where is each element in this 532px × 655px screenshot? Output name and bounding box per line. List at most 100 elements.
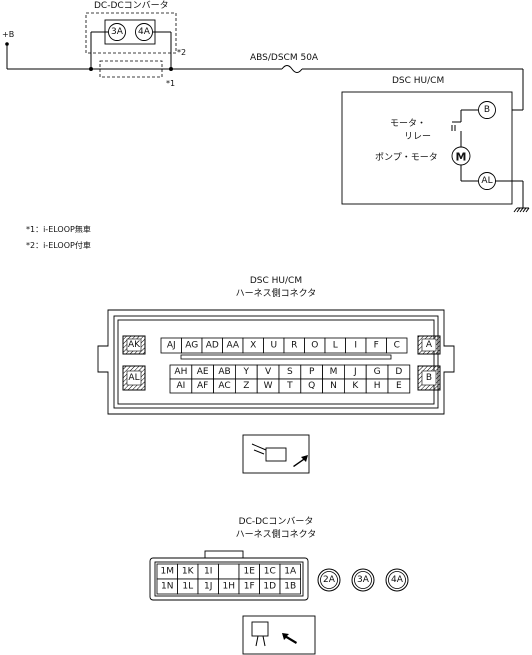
connector2-row2-pin: 1B bbox=[284, 582, 296, 592]
connector1-row3-cell bbox=[387, 378, 411, 394]
connector1-pin-ak: AK bbox=[128, 340, 141, 350]
connector1-row1-pin: AA bbox=[226, 341, 239, 351]
connector1-row1-pin: R bbox=[291, 341, 297, 351]
connector1-title-1: DSC HU/CM bbox=[250, 276, 302, 286]
connector1-row2-pin: P bbox=[309, 367, 315, 377]
connector1-row1-pin: I bbox=[354, 341, 357, 351]
view-icon-1-plug bbox=[265, 447, 287, 462]
pin-b-label: B bbox=[484, 105, 490, 115]
connector2-row2-cell bbox=[279, 578, 301, 595]
connector2-terminal-label: 4A bbox=[391, 575, 404, 585]
battery-label: +B bbox=[2, 30, 14, 39]
connector2-terminal-inner bbox=[388, 571, 406, 589]
view-icon-1-wires bbox=[251, 443, 267, 455]
converter-pin-4a-label: 4A bbox=[138, 27, 151, 37]
connector1-row1-pin: L bbox=[333, 341, 338, 351]
connector1-row3-pin: Q bbox=[308, 381, 315, 391]
connector1-row3-pin: W bbox=[264, 381, 273, 391]
circuit-section: +B ABS/DSCM 50A DC-DCコンバータ 3A 4A *2 *1 D… bbox=[2, 0, 530, 213]
connector1-row3-pin: N bbox=[330, 381, 337, 391]
connector1-row2-pin: AB bbox=[218, 367, 230, 377]
connector1-pin-al-box bbox=[126, 370, 142, 386]
pin-al-label: AL bbox=[481, 176, 492, 186]
connector2-row2-pin: 1J bbox=[204, 582, 212, 592]
junction-left bbox=[89, 67, 93, 71]
motor-symbol: M bbox=[456, 151, 467, 164]
connector1-view-icon bbox=[242, 434, 310, 474]
connector2-row1-pin: 1M bbox=[161, 567, 175, 577]
connector1-pin-ak-box bbox=[126, 338, 142, 352]
connector1-row1-pin: F bbox=[374, 341, 379, 351]
connector1-row2-pin: M bbox=[330, 367, 338, 377]
connector1-pin-al: AL bbox=[128, 373, 139, 383]
junction-right bbox=[169, 67, 173, 71]
connector2-row1-pin: 1K bbox=[182, 567, 195, 577]
connector2-view-icon bbox=[242, 615, 316, 655]
connector1-row2-pin: D bbox=[395, 367, 402, 377]
connector2-terminal-label: 3A bbox=[357, 575, 370, 585]
connector1-row2-pin: V bbox=[265, 367, 272, 377]
connector1-pin-a: A bbox=[426, 340, 433, 350]
jumper-dashed-box bbox=[99, 60, 163, 78]
connector1-row1-cell bbox=[386, 337, 408, 354]
pin-b bbox=[478, 101, 496, 119]
connector1-row1-pin: U bbox=[270, 341, 277, 351]
converter-pin-3a bbox=[108, 23, 126, 41]
view-icon-2-wires bbox=[255, 635, 266, 647]
ground-symbol bbox=[513, 207, 530, 213]
connector1-row3-pin: K bbox=[352, 381, 359, 391]
connector2-terminal-inner bbox=[320, 571, 338, 589]
connector1-row2-pin: AE bbox=[197, 367, 209, 377]
connector1-title-2: ハーネス側コネクタ bbox=[236, 287, 317, 299]
relay-label-1: モータ・ bbox=[390, 118, 426, 129]
view-arrow-icon-1 bbox=[293, 455, 308, 467]
view-icon-2-plug bbox=[251, 621, 269, 637]
connector1-row3-pin: Z bbox=[243, 381, 249, 391]
connector1-row1-pin: X bbox=[250, 341, 256, 351]
note-mark-1: *1 bbox=[166, 79, 175, 88]
fuse-symbol bbox=[281, 65, 303, 73]
connector2-row1-pin: 1C bbox=[264, 567, 276, 577]
connector2-row2-pin: 1H bbox=[223, 582, 236, 592]
connector1-row3-pin: T bbox=[286, 381, 293, 391]
connector1-center-rib bbox=[180, 354, 392, 360]
connector2-row2-pin: 1F bbox=[244, 582, 255, 592]
connector1-row1-pin: AD bbox=[206, 341, 219, 351]
connector1-pin-b: B bbox=[426, 373, 432, 383]
connector1-row1-pin: C bbox=[394, 341, 400, 351]
connector1-row3-pin: AC bbox=[218, 381, 230, 391]
connector1-row3-pin: AF bbox=[197, 381, 208, 391]
connector1-row2-pin: S bbox=[287, 367, 293, 377]
converter-pin-3a-label: 3A bbox=[111, 27, 124, 37]
connector2-terminal-inner bbox=[354, 571, 372, 589]
connector2-row1-cell bbox=[218, 563, 240, 580]
unit-title: DSC HU/CM bbox=[392, 76, 444, 86]
connector2-row1-pin: 1I bbox=[204, 567, 212, 577]
connector2-row2-pin: 1D bbox=[263, 582, 276, 592]
connector1-row1-pin: O bbox=[311, 341, 318, 351]
connector1-row3-pin: H bbox=[374, 381, 381, 391]
converter-dashed-box bbox=[85, 12, 177, 54]
connector2-title-1: DC-DCコンバータ bbox=[239, 516, 314, 527]
fuse-label: ABS/DSCM 50A bbox=[250, 53, 319, 63]
connector2-terminal-label: 2A bbox=[323, 575, 336, 585]
relay-label-2: リレー bbox=[404, 132, 431, 142]
connector1-row2-pin: Y bbox=[243, 367, 250, 377]
connector2-row1-pin: 1A bbox=[284, 567, 297, 577]
connector1-row1-pin: AJ bbox=[167, 341, 176, 351]
converter-pin-4a bbox=[135, 23, 153, 41]
connector2-terminals: 2A 3A 4A bbox=[317, 568, 409, 592]
connector2-title-2: ハーネス側コネクタ bbox=[236, 528, 317, 540]
connector2-row2-pin: 1N bbox=[161, 582, 173, 592]
connector1-row2-pin: AH bbox=[174, 367, 187, 377]
connector2-row2-pin: 1L bbox=[182, 582, 193, 592]
connector2-pins: 1M 1K 1I 1E 1C 1A 1N 1L 1J 1H 1F 1D 1B bbox=[156, 563, 301, 595]
converter-title: DC-DCコンバータ bbox=[94, 0, 169, 11]
connector1-row2-pin: J bbox=[353, 367, 357, 377]
connector2-row1-pin: 1E bbox=[244, 567, 256, 577]
note-mark-2: *2 bbox=[177, 48, 186, 57]
